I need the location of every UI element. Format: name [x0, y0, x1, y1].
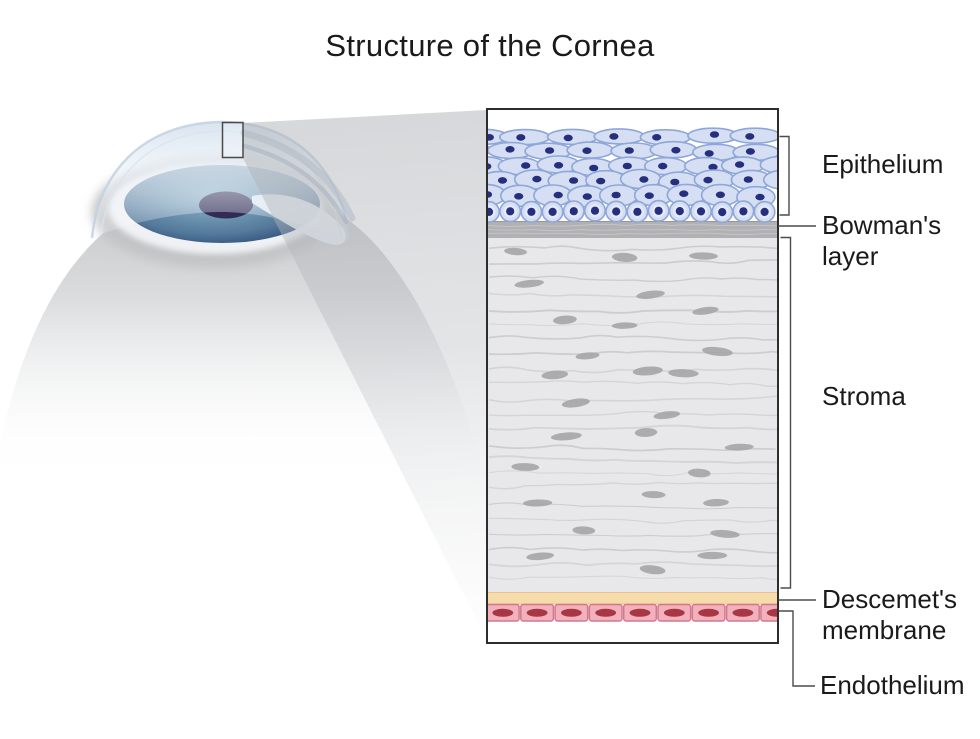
endothelium-layer-graphic	[488, 603, 777, 622]
zoom-cone	[243, 110, 487, 641]
epithelium-layer-graphic	[488, 127, 777, 224]
zoom-box	[221, 121, 244, 159]
epithelium-bracket	[779, 135, 790, 216]
diagram-title: Structure of the Cornea	[325, 28, 655, 63]
label-bowmans-layer: Bowman's layer	[822, 210, 942, 271]
panel-border	[486, 108, 779, 644]
label-epithelium: Epithelium	[822, 149, 944, 179]
descemets-membrane-graphic	[488, 592, 777, 605]
magnified-panel	[486, 108, 779, 644]
endothelium-pointer-line	[778, 610, 815, 687]
stroma-fibers-and-keratocytes	[488, 245, 777, 581]
label-descemets-membrane: Descemet's membrane	[822, 584, 958, 645]
label-endothelium: Endothelium	[820, 670, 965, 700]
label-connectors	[778, 135, 816, 687]
bowmans-streaks	[488, 223, 777, 236]
label-stroma: Stroma	[822, 381, 906, 411]
stroma-bracket	[780, 236, 792, 589]
